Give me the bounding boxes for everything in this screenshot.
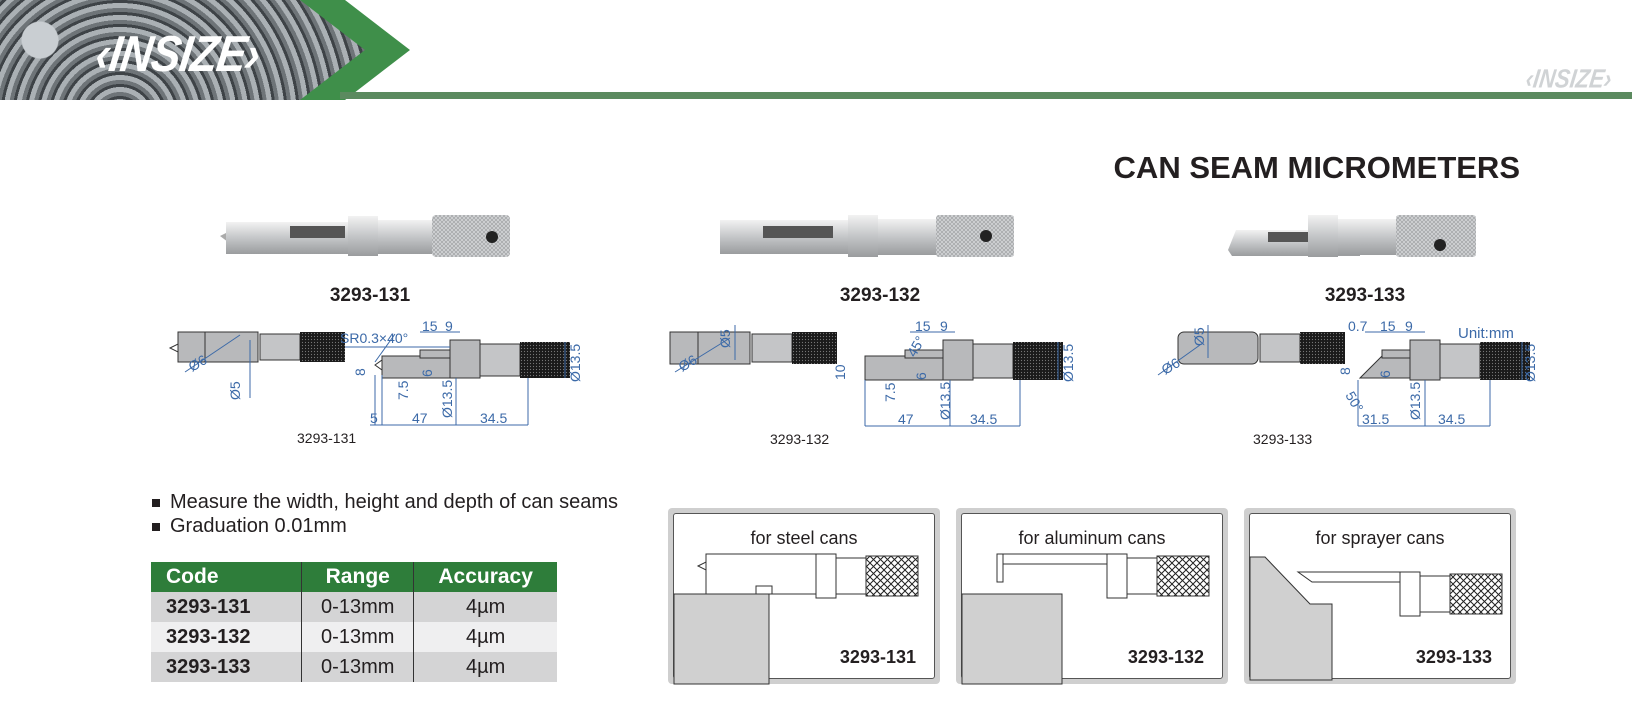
dim-6: 6: [419, 369, 435, 377]
page-title: CAN SEAM MICROMETERS: [1113, 150, 1520, 185]
cell-range: 0-13mm: [301, 622, 414, 652]
product-code-label: 3293-131: [329, 285, 411, 306]
column-header-range: Range: [301, 562, 414, 592]
dim-phi13-5-b: Ø13.5: [1522, 344, 1538, 382]
application-code: 3293-131: [839, 647, 916, 667]
sprayer-can-illustration: [1249, 556, 1503, 681]
dim-9: 9: [940, 318, 948, 334]
cell-range: 0-13mm: [301, 592, 414, 622]
table-row: 3293-132 0-13mm 4µm: [151, 622, 557, 652]
cell-code: 3293-133: [151, 652, 302, 682]
dim-phi13-5-b: Ø13.5: [1060, 344, 1076, 382]
dim-47: 47: [898, 411, 914, 427]
product-code-label: 3293-133: [1324, 285, 1406, 306]
dim-47: 47: [412, 410, 428, 426]
feature-list: Measure the width, height and depth of c…: [150, 490, 618, 538]
application-code: 3293-133: [1415, 647, 1492, 667]
cell-code: 3293-132: [151, 622, 302, 652]
dim-9: 9: [1405, 318, 1413, 334]
insize-logo: ‹INSIZE›: [92, 26, 264, 83]
aluminum-can-illustration: [961, 553, 1210, 685]
column-header-accuracy: Accuracy: [413, 562, 557, 592]
steel-can-illustration: [673, 553, 919, 685]
dim-sr: SR0.3×40°: [340, 330, 408, 346]
dimension-drawing-3293-133: Ø6 Ø5 0.7 15 9 8 6 50° Ø13.5 31.5 34.5 Ø…: [1157, 318, 1538, 427]
dim-phi5: Ø5: [717, 329, 733, 348]
cell-range: 0-13mm: [301, 652, 414, 682]
application-code: 3293-132: [1127, 647, 1204, 667]
dim-8: 8: [352, 368, 368, 376]
application-title: for aluminum cans: [1018, 528, 1166, 548]
dim-10: 10: [832, 364, 848, 380]
cell-accuracy: 4µm: [413, 622, 557, 652]
dim-6: 6: [913, 372, 929, 380]
drawing-code-label: 3293-131: [297, 430, 357, 446]
dim-34-5: 34.5: [480, 410, 507, 426]
table-header-row: Code Range Accuracy: [151, 562, 557, 592]
product-image-3293-131: [220, 215, 510, 257]
dim-34-5: 34.5: [1438, 411, 1465, 427]
dim-34-5: 34.5: [970, 411, 997, 427]
cell-accuracy: 4µm: [413, 592, 557, 622]
dim-phi5: Ø5: [1191, 327, 1207, 346]
dim-phi13-5-b: Ø13.5: [567, 344, 583, 382]
dimension-drawing-3293-132: Ø6 Ø5 15 9 45° 10 6 7.5 Ø13.5 47 34.5 Ø1…: [669, 318, 1076, 427]
dim-phi13-5: Ø13.5: [439, 380, 455, 418]
table-row: 3293-133 0-13mm 4µm: [151, 652, 557, 682]
dim-9: 9: [445, 318, 453, 334]
header-banner: ‹INSIZE› ‹INSIZE›: [0, 0, 1632, 100]
insize-logo-small: ‹INSIZE›: [1523, 63, 1614, 94]
application-panel-aluminum: for aluminum cans 3293-132: [956, 508, 1228, 685]
dim-15: 15: [422, 318, 438, 334]
table-row: 3293-131 0-13mm 4µm: [151, 592, 557, 622]
application-title: for steel cans: [750, 528, 858, 548]
dim-0-7: 0.7: [1348, 318, 1368, 334]
dim-31-5: 31.5: [1362, 411, 1389, 427]
dim-phi13-5: Ø13.5: [937, 382, 953, 420]
unit-label: Unit:mm: [1458, 325, 1514, 342]
product-image-3293-133: [1228, 215, 1476, 257]
header-divider-line: [340, 94, 1632, 99]
drawing-code-label: 3293-133: [1253, 431, 1313, 447]
cell-code: 3293-131: [151, 592, 302, 622]
product-image-3293-132: [720, 215, 1014, 257]
feature-item: Graduation 0.01mm: [150, 514, 618, 538]
spec-table: Code Range Accuracy 3293-131 0-13mm 4µm …: [151, 562, 557, 682]
column-header-code: Code: [151, 562, 302, 592]
dim-phi5: Ø5: [227, 381, 243, 400]
application-panel-sprayer: for sprayer cans 3293-133: [1244, 508, 1516, 684]
dim-6: 6: [1377, 370, 1393, 378]
cell-accuracy: 4µm: [413, 652, 557, 682]
product-code-label: 3293-132: [839, 285, 921, 306]
drawing-code-label: 3293-132: [770, 431, 830, 447]
dimension-drawing-3293-131: Ø6 Ø5 SR0.3×40° 15 9 8 6 7.5 Ø13.5 5 47 …: [168, 318, 583, 426]
dim-5: 5: [370, 410, 378, 426]
dim-phi13-5: Ø13.5: [1407, 382, 1423, 420]
dim-15: 15: [1380, 318, 1396, 334]
dim-8: 8: [1337, 367, 1353, 375]
dim-7-5: 7.5: [882, 382, 898, 402]
application-title: for sprayer cans: [1315, 528, 1445, 548]
feature-item: Measure the width, height and depth of c…: [150, 490, 618, 514]
dim-7-5: 7.5: [395, 380, 411, 400]
application-panel-steel: for steel cans 3293-131: [668, 508, 940, 685]
dim-15: 15: [915, 318, 931, 334]
